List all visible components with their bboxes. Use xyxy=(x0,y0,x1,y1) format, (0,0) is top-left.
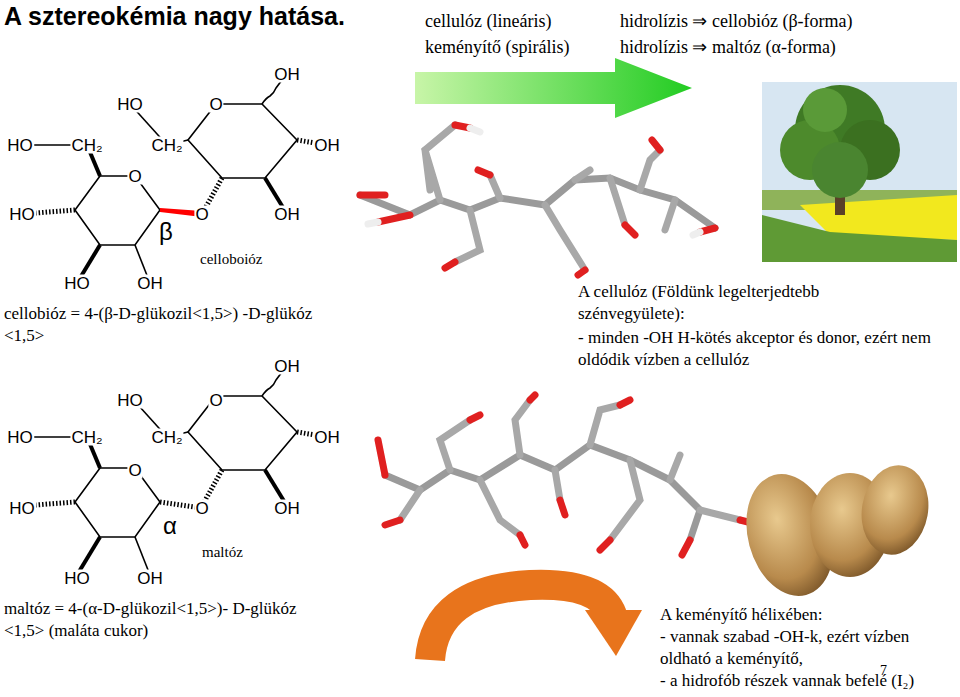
atom-label: CH₂ xyxy=(70,137,103,154)
atom-label: CH₂ xyxy=(150,429,183,446)
atom-label: HO xyxy=(8,500,36,517)
atom-label: HO xyxy=(6,429,34,446)
molecule-name: maltóz xyxy=(202,543,243,563)
atom-label: HO xyxy=(116,96,144,113)
atom-label: CH₂ xyxy=(150,137,183,154)
note: cellobióz = 4-(β-D-glükozil<1,5>) -D-glü… xyxy=(4,303,314,347)
atom-label: HO xyxy=(63,570,91,587)
atom-label: OH xyxy=(313,429,341,446)
note: A keményítő hélixében: xyxy=(660,604,822,626)
atom-label: O xyxy=(127,168,142,185)
note: - minden -OH H-kötés akceptor és donor, … xyxy=(578,327,953,371)
atom-label: OH xyxy=(273,358,301,375)
atom-label: OH xyxy=(136,570,164,587)
molecule-name: celloboióz xyxy=(200,250,262,270)
atom-label: O xyxy=(194,206,209,223)
note: A cellulóz (Földünk legelterjedtebb szén… xyxy=(578,281,918,325)
page-number: 7 xyxy=(880,662,887,680)
atom-label: OH xyxy=(273,66,301,83)
atom-label: CH₂ xyxy=(70,429,103,446)
note: keményítő (spirális) xyxy=(425,36,569,59)
note: - a hidrofób részek vannak befelé (I₂) xyxy=(660,670,914,692)
atom-label: HO xyxy=(6,137,34,154)
atom-label: OH xyxy=(313,137,341,154)
atom-label: OH xyxy=(273,206,301,223)
note: hidrolízis ⇒ cellobióz (β-forma) xyxy=(620,10,853,33)
atom-label: O xyxy=(208,96,223,113)
note: hidrolízis ⇒ maltóz (α-forma) xyxy=(620,36,836,59)
atom-label: β xyxy=(158,220,174,244)
atom-label: α xyxy=(162,514,178,538)
atom-label: HO xyxy=(63,275,91,292)
atom-label: HO xyxy=(116,392,144,409)
atom-label: OH xyxy=(136,275,164,292)
note: - vannak szabad -OH-k, ezért vízben oldh… xyxy=(660,626,945,670)
atom-label: O xyxy=(208,392,223,409)
atom-label: HO xyxy=(8,206,36,223)
atom-label: O xyxy=(127,462,142,479)
note: maltóz = 4-(α-D-glükozil<1,5>)- D-glükóz… xyxy=(4,598,324,642)
slide-title: A sztereokémia nagy hatása. xyxy=(4,2,345,31)
note: cellulóz (lineáris) xyxy=(425,10,551,33)
atom-label: OH xyxy=(273,500,301,517)
atom-label: O xyxy=(194,500,209,517)
